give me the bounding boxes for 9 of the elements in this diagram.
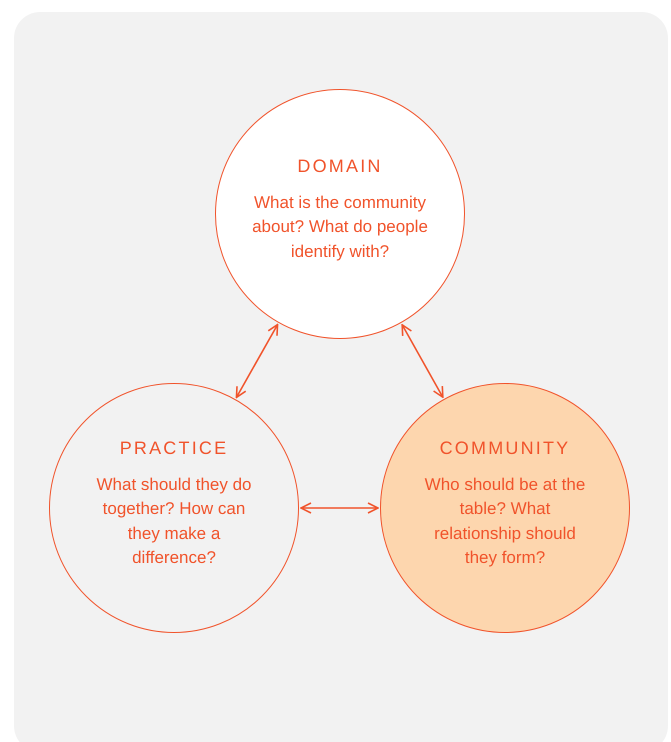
circle-question: Who should be at the table? What relationship should they form? (424, 474, 586, 569)
double-arrow (300, 502, 379, 514)
circle-question: What should they do together? How can they make a difference? (96, 474, 252, 569)
double-arrow (236, 324, 278, 398)
circle-heading: PRACTICE (120, 438, 228, 458)
circle-question: What is the community about? What do people identify with? (252, 192, 428, 263)
circle-heading: DOMAIN (297, 156, 383, 177)
circle-heading: COMMUNITY (440, 438, 570, 458)
double-arrow (401, 324, 444, 398)
